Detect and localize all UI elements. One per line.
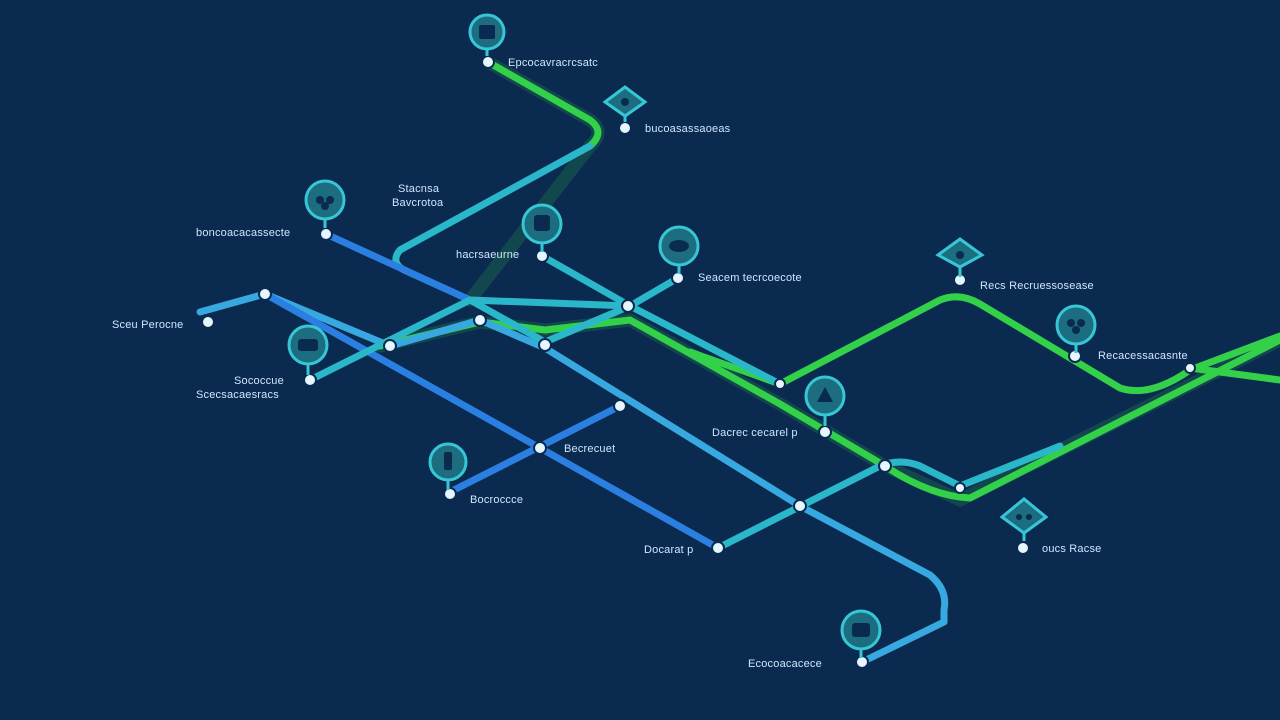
station-node[interactable]	[774, 378, 786, 390]
station-label: Scecsacaesracs	[196, 389, 279, 401]
station-node[interactable]	[473, 313, 487, 327]
tree-icon[interactable]	[935, 237, 985, 277]
station-label: Docarat p	[644, 544, 694, 556]
station-node[interactable]	[443, 487, 457, 501]
station-node[interactable]	[613, 399, 627, 413]
routes-layer	[196, 55, 1280, 666]
station-node[interactable]	[878, 459, 892, 473]
route-teal-center	[538, 252, 634, 310]
station-label: oucs Racse	[1042, 543, 1101, 555]
station-node[interactable]	[618, 121, 632, 135]
station-label: Sococcue	[234, 375, 284, 387]
group-icon[interactable]	[304, 179, 346, 228]
route-teal-north	[392, 142, 784, 388]
train-icon[interactable]	[287, 324, 329, 375]
station-label: Ecocoacacece	[748, 658, 822, 670]
building-icon[interactable]	[468, 13, 506, 56]
station-node[interactable]	[538, 338, 552, 352]
station-node[interactable]	[954, 482, 966, 494]
station-node[interactable]	[319, 227, 333, 241]
station-node[interactable]	[303, 373, 317, 387]
station-label: Seacem tecrcoecote	[698, 272, 802, 284]
station-node[interactable]	[1184, 362, 1196, 374]
route-green-main	[484, 58, 602, 150]
labels-layer: Epcocavracrcsatc bucoasassaoeas Stacnsa …	[112, 57, 1188, 670]
route-green-east	[686, 293, 1280, 395]
station-node[interactable]	[201, 315, 215, 329]
station-icon[interactable]	[840, 609, 882, 658]
station-node[interactable]	[793, 499, 807, 513]
station-node[interactable]	[818, 425, 832, 439]
station-node[interactable]	[258, 287, 272, 301]
stations-layer	[201, 55, 1196, 669]
route-green-secondary	[376, 316, 1280, 502]
cloud-icon[interactable]	[658, 225, 700, 274]
station-node[interactable]	[711, 541, 725, 555]
station-node[interactable]	[533, 441, 547, 455]
station-label: Stacnsa	[398, 183, 440, 195]
station-label: hacrsaeurne	[456, 249, 519, 261]
station-node[interactable]	[621, 299, 635, 313]
station-label: Bocroccce	[470, 494, 523, 506]
station-label: Bavcrotoa	[392, 197, 444, 209]
station-label: Recs Recruessosease	[980, 280, 1094, 292]
station-node[interactable]	[1016, 541, 1030, 555]
group-icon[interactable]	[1055, 304, 1097, 353]
station-node[interactable]	[383, 339, 397, 353]
pins-layer	[287, 13, 1097, 658]
station-label: Becrecuet	[564, 443, 615, 455]
tree-icon[interactable]	[602, 85, 648, 122]
station-label: bucoasassaoeas	[645, 123, 731, 135]
park-icon[interactable]	[804, 375, 846, 426]
tower-icon[interactable]	[428, 442, 468, 490]
station-label: Sceu Perocne	[112, 319, 184, 331]
station-label: Dacrec cecarel p	[712, 427, 798, 439]
station-label: Epcocavracrcsatc	[508, 57, 598, 69]
station-node[interactable]	[481, 55, 495, 69]
station-label: Recacessacasnte	[1098, 350, 1188, 362]
group-icon[interactable]	[999, 497, 1049, 541]
station-label: boncoacacassecte	[196, 227, 290, 239]
route-green-tail	[1186, 364, 1280, 384]
city-icon[interactable]	[521, 203, 563, 252]
